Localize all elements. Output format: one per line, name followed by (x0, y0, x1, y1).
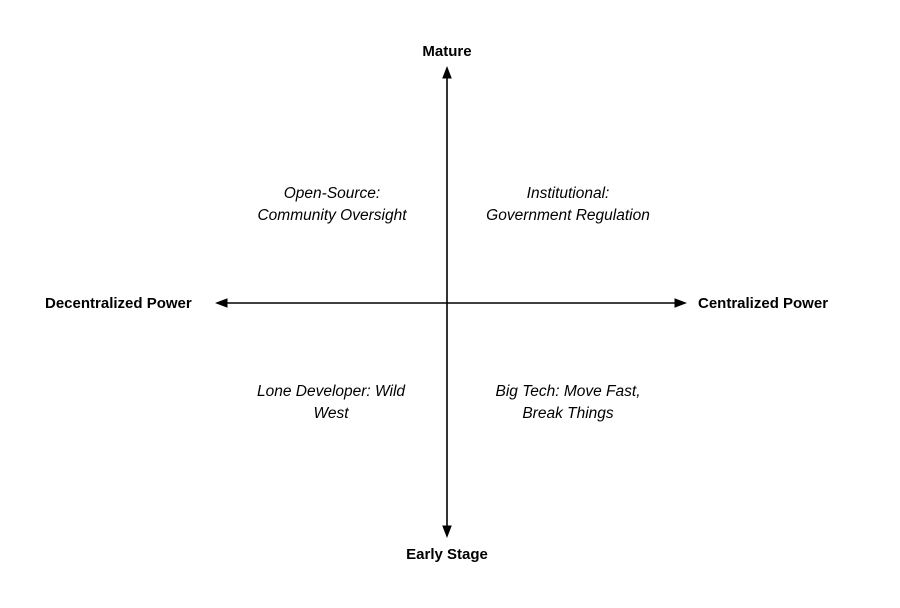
quadrant-bottom-right-line2: Break Things (522, 404, 614, 422)
arrow-left-icon (215, 298, 228, 308)
quadrant-top-left-label: Open-Source: Community Oversight (257, 183, 406, 226)
arrow-up-icon (442, 66, 452, 79)
vertical-axis (442, 66, 452, 538)
quadrant-top-left-line1: Open-Source: (283, 185, 381, 202)
quadrant-bottom-left-line2: West (313, 404, 349, 422)
vertical-axis-bottom-label: Early Stage (406, 546, 488, 563)
arrow-down-icon (442, 525, 452, 538)
quadrant-top-left-line2: Community Oversight (257, 206, 407, 224)
horizontal-axis-right-label: Centralized Power (698, 295, 829, 312)
quadrant-bottom-right-label: Big Tech: Move Fast, Break Things (495, 381, 640, 424)
quadrant-bottom-right-line1: Big Tech: Move Fast, (495, 383, 641, 400)
quadrant-bottom-left-line1: Lone Developer: Wild (256, 383, 406, 400)
vertical-axis-top-label: Mature (422, 43, 472, 60)
arrow-right-icon (674, 298, 687, 308)
quadrant-top-right-line2: Government Regulation (486, 206, 650, 224)
quadrant-top-right-label: Institutional: Government Regulation (486, 183, 650, 226)
horizontal-axis-left-label: Decentralized Power (45, 295, 192, 312)
quadrant-bottom-left-label: Lone Developer: Wild West (257, 381, 405, 424)
quadrant-top-right-line1: Institutional: (526, 185, 610, 202)
horizontal-axis (215, 298, 687, 308)
